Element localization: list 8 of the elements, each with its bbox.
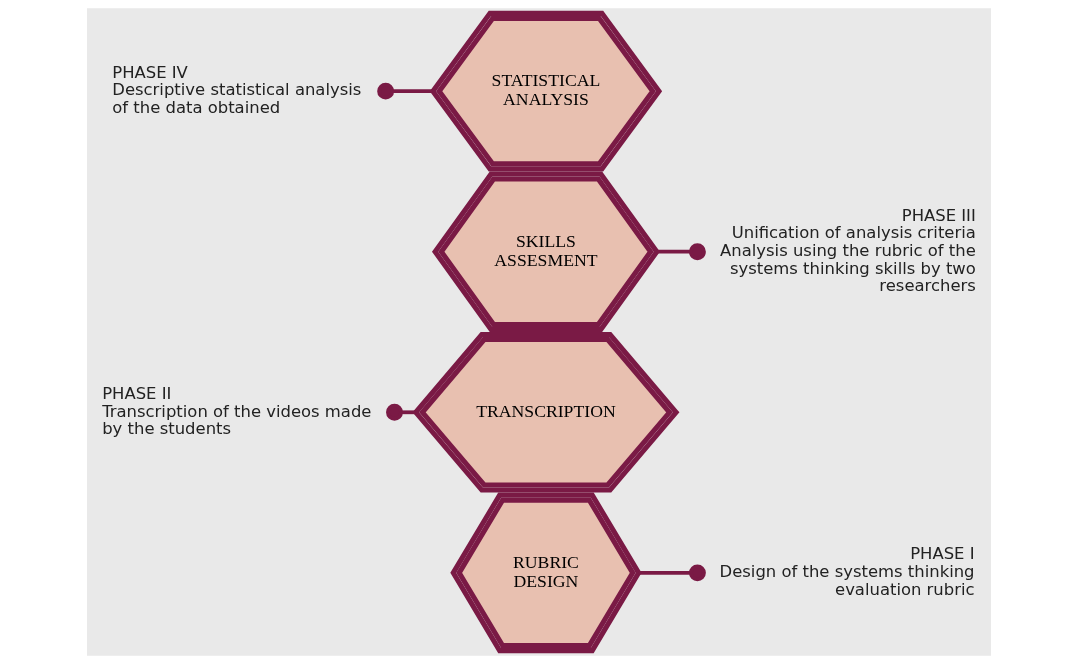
node-text: PHASE II Transcription of the videos made by the students	[102, 383, 372, 439]
node-text: PHASE I Design of the systems thinking evaluation rubric	[719, 544, 975, 599]
connector	[377, 82, 433, 100]
connector	[656, 243, 706, 261]
connector	[638, 564, 706, 582]
connector	[386, 403, 416, 421]
node-text: PHASE III Unification of analysis criteria Analysis using the rubric of the systems thinking skills by two researchers	[720, 205, 976, 296]
node-text: PHASE IV Descriptive statistical analysis of the data obtained	[112, 62, 362, 118]
